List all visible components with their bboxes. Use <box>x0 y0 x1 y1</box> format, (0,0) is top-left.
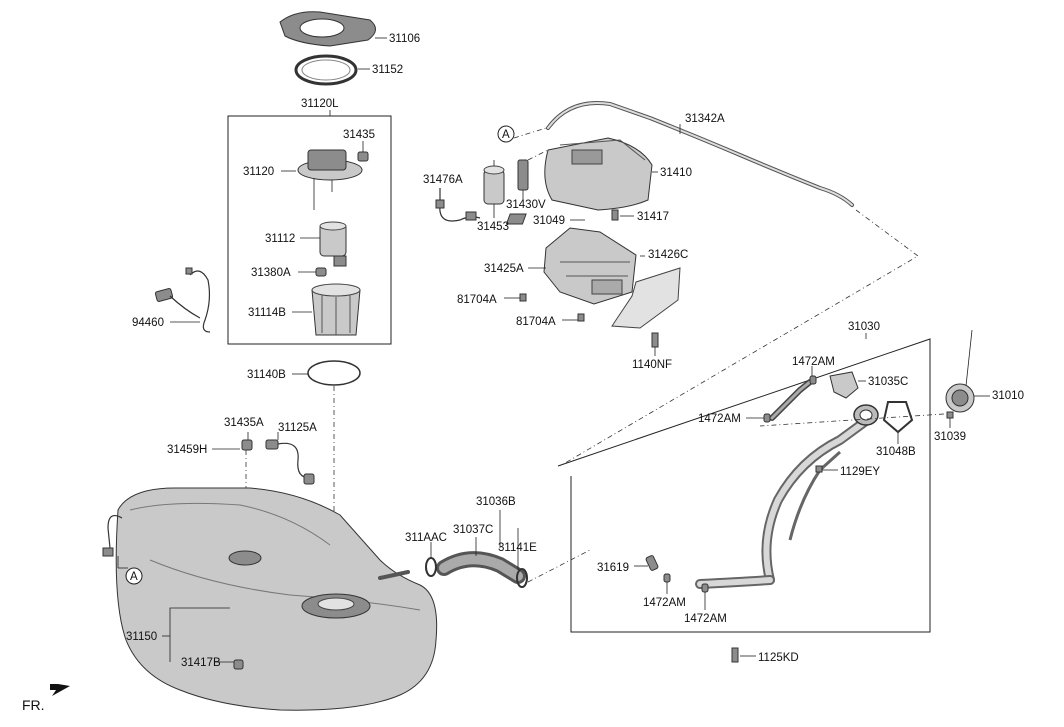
label-31114B: 31114B <box>248 307 286 319</box>
label-31010: 31010 <box>992 390 1024 402</box>
clamp-31619 <box>634 555 659 571</box>
pump-gasket <box>292 360 361 386</box>
tank-leader-31150 <box>162 607 230 662</box>
label-1472AM-1: 1472AM <box>792 356 835 368</box>
label-31140B: 31140B <box>247 369 286 381</box>
bracket-31035C <box>829 371 866 399</box>
front-arrow-icon <box>50 684 70 696</box>
label-circle-a-top: A <box>502 129 510 141</box>
label-31435: 31435 <box>343 129 375 141</box>
label-1472AM-2: 1472AM <box>698 413 741 425</box>
canister-pad-31049 <box>505 213 585 225</box>
label-311AAC: 311AAC <box>405 532 447 544</box>
label-circle-a-left: A <box>130 571 138 583</box>
fuel-pump <box>300 221 347 267</box>
filter-31453 <box>483 160 505 218</box>
label-1140NF: 1140NF <box>632 359 672 371</box>
label-81704A-1: 81704A <box>457 294 497 306</box>
fuel-tank <box>102 487 438 711</box>
tank-strap-bolt <box>214 659 244 670</box>
label-31410: 31410 <box>660 167 692 179</box>
gasket-31048B <box>882 401 914 444</box>
screw-31039 <box>759 411 954 428</box>
label-front-direction: FR. <box>22 697 45 713</box>
pump-filter <box>298 267 327 277</box>
clip-1472AM-lower-1 <box>663 573 671 594</box>
label-31048B: 31048B <box>876 446 916 458</box>
bolt-31417 <box>611 209 634 221</box>
clip-1472AM-lower-2 <box>701 583 709 610</box>
label-31619: 31619 <box>597 562 629 574</box>
bracket-31426C <box>611 255 681 329</box>
bolt-1125KD <box>731 647 756 663</box>
valve-31430V <box>517 149 549 200</box>
label-31125A: 31125A <box>278 422 317 434</box>
label-31049: 31049 <box>533 215 565 227</box>
label-1472AM-4: 1472AM <box>684 613 727 625</box>
label-31112: 31112 <box>265 233 295 245</box>
filler-neck-assembly-box <box>557 338 931 633</box>
lock-ring <box>294 54 370 86</box>
label-31417B: 31417B <box>181 657 221 669</box>
label-31476A: 31476A <box>423 174 463 186</box>
fuel-door-31010 <box>945 329 990 413</box>
label-1472AM-3: 1472AM <box>643 597 686 609</box>
vapor-line-31342A <box>546 101 919 467</box>
canister <box>544 137 658 211</box>
pump-connector <box>357 141 369 162</box>
reference-circle-a-top <box>497 125 547 143</box>
label-31425A: 31425A <box>484 263 524 275</box>
label-31037C: 31037C <box>453 524 493 536</box>
tank-harness <box>212 432 315 560</box>
pump-assembly-box <box>227 115 392 345</box>
label-31430V: 31430V <box>506 199 546 211</box>
fastener-81704A-2 <box>562 313 585 322</box>
label-31426C: 31426C <box>648 249 688 261</box>
label-31120: 31120 <box>243 166 274 178</box>
label-31030: 31030 <box>848 321 880 333</box>
vent-hose-top <box>746 366 817 423</box>
fuel-pump-flange <box>281 149 363 210</box>
filler-neck <box>695 404 879 589</box>
reservoir-cup <box>292 283 361 336</box>
label-31150: 31150 <box>126 631 157 643</box>
label-31106: 31106 <box>389 33 420 45</box>
label-1129EY: 1129EY <box>840 466 880 478</box>
label-31036B: 31036B <box>476 496 516 508</box>
sender-sensor-harness <box>154 267 211 333</box>
label-31342A: 31342A <box>685 113 725 125</box>
label-31435A: 31435A <box>224 417 264 429</box>
fastener-81704A-1 <box>504 293 527 302</box>
bolt-1140NF <box>651 332 659 356</box>
canister-bracket-31425A <box>528 227 637 305</box>
label-31120L: 31120L <box>301 98 339 110</box>
label-1125KD: 1125KD <box>758 652 799 664</box>
label-31380A: 31380A <box>251 267 291 279</box>
label-31453: 31453 <box>477 221 509 233</box>
label-31141E: 31141E <box>498 542 537 554</box>
label-31417: 31417 <box>637 211 669 223</box>
screw-1129EY <box>815 465 838 473</box>
label-31039: 31039 <box>934 431 966 443</box>
label-31035C: 31035C <box>868 376 908 388</box>
label-81704A-2: 81704A <box>516 316 556 328</box>
label-94460: 94460 <box>132 317 164 329</box>
filler-hose <box>425 510 591 588</box>
label-31152: 31152 <box>372 64 403 76</box>
reference-circle-a-left <box>117 556 143 585</box>
pump-cover-plate <box>279 11 387 47</box>
sensor-31476A <box>435 188 481 222</box>
label-31459H: 31459H <box>167 444 207 456</box>
